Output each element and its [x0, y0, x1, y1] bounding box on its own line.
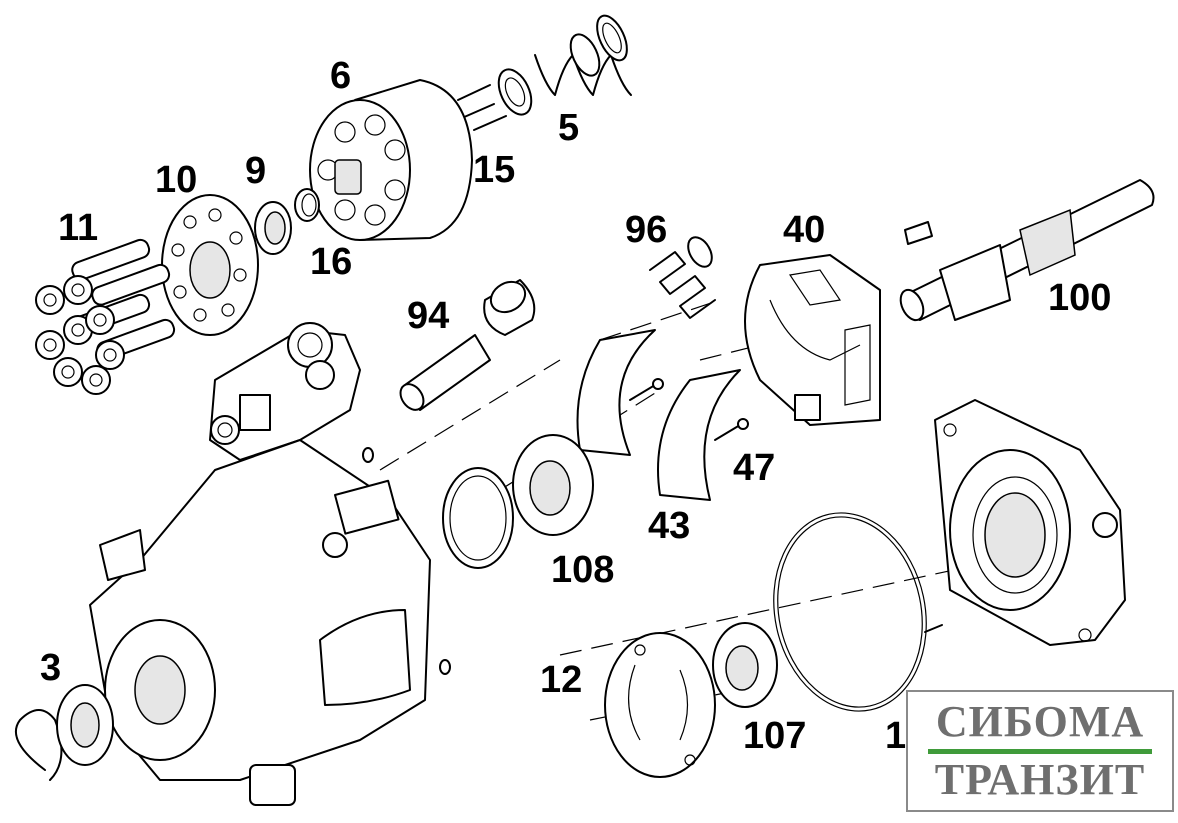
callout-6: 6 [330, 55, 351, 97]
callout-108: 108 [551, 549, 614, 591]
callout-100: 100 [1048, 277, 1111, 319]
pump-housing [89, 439, 431, 806]
part-96-spring [649, 236, 716, 319]
part-11-pistons [35, 238, 176, 395]
logo-line-1: СИБОМА [935, 697, 1145, 746]
part-107-bearing [712, 622, 778, 708]
callout-12: 12 [540, 659, 582, 701]
part-47-screws [629, 378, 749, 441]
part-6-cylinder-block [309, 79, 473, 241]
part-108-bearing [442, 434, 594, 569]
control-valve [209, 322, 361, 461]
end-cover [924, 399, 1126, 646]
part-100-drive-shaft [899, 179, 1155, 322]
callout-43: 43 [648, 505, 690, 547]
callout-16: 16 [310, 241, 352, 283]
part-94-piston [399, 279, 536, 411]
small-o-rings [362, 447, 451, 675]
callout-15: 15 [473, 149, 515, 191]
part-3-shaft-seal [15, 684, 114, 781]
callout-11: 11 [58, 207, 98, 249]
company-logo: СИБОМА ТРАНЗИТ [906, 690, 1174, 812]
part-12-port-plate [604, 632, 716, 778]
callout-5: 5 [558, 107, 579, 149]
part-15-pins [457, 84, 507, 131]
callout-107: 107 [743, 715, 806, 757]
part-9-bushing [254, 201, 292, 255]
callout-9: 9 [245, 150, 266, 192]
logo-green-bar [928, 749, 1152, 754]
part-16-ring [294, 188, 320, 222]
part-40-swashplate [744, 254, 881, 426]
callout-40: 40 [783, 209, 825, 251]
callout-3: 3 [40, 647, 61, 689]
part-10-retaining-plate [161, 194, 259, 336]
part-43-bearing-shells [576, 329, 741, 501]
part-5-spring-set [497, 14, 632, 116]
logo-line-2: ТРАНЗИТ [934, 755, 1146, 804]
callout-10: 10 [155, 159, 197, 201]
callout-47: 47 [733, 447, 775, 489]
part-14-o-ring [773, 512, 927, 712]
callout-96: 96 [625, 209, 667, 251]
callout-94: 94 [407, 295, 449, 337]
